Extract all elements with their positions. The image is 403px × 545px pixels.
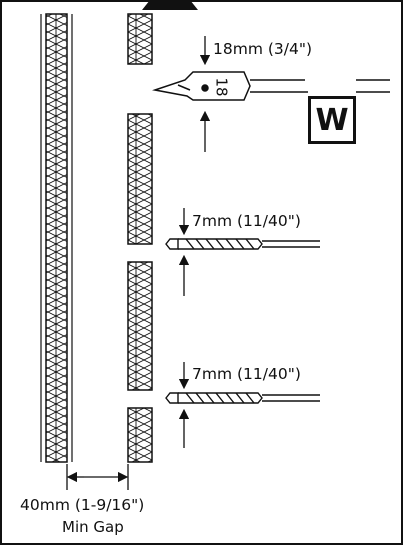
right-wall-panel [127, 13, 153, 463]
bit-type-badge: W [308, 96, 356, 144]
masonry-bit-1-size-label: 7mm (11/40") [192, 212, 301, 230]
masonry-bit-1 [165, 238, 320, 250]
gap-caption: Min Gap [62, 518, 124, 536]
masonry-bit-2-size-label: 7mm (11/40") [192, 365, 301, 383]
gap-size-label: 40mm (1-9/16") [20, 496, 145, 514]
spade-bit [152, 71, 390, 101]
masonry-bit-2 [165, 392, 320, 404]
double-arrow-icon [66, 464, 129, 490]
left-wall-panel [45, 13, 68, 463]
spade-bit-size-label: 18mm (3/4") [213, 40, 313, 58]
spade-bit-stamp: 18 [213, 77, 231, 96]
